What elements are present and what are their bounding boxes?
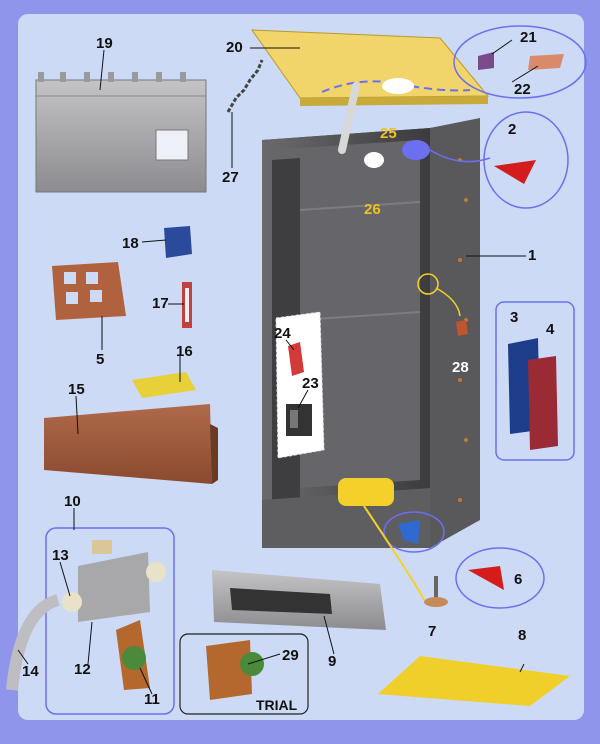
label-part-8: 8 [518, 627, 526, 644]
label-part-20: 20 [226, 39, 243, 56]
label-part-2: 2 [508, 121, 516, 138]
part-23-switch [286, 404, 312, 436]
label-part-6: 6 [514, 571, 522, 588]
part-6-callout [383, 511, 545, 609]
part-24-clip [288, 342, 304, 376]
label-part-17: 17 [152, 295, 169, 312]
label-part-22: 22 [514, 81, 531, 98]
label-part-23: 23 [302, 375, 319, 392]
part-10-group [45, 527, 175, 715]
part-5-frame [52, 262, 126, 320]
part-18-bracket [164, 226, 192, 258]
label-part-5: 5 [96, 351, 104, 368]
part-29-box [179, 633, 309, 715]
label-part-9: 9 [328, 653, 336, 670]
label-part-21: 21 [520, 29, 537, 46]
label-part-25: 25 [380, 125, 397, 142]
part-27-chain [226, 59, 264, 113]
part-19-back-plate [35, 72, 207, 193]
watermark-trial: TRIAL [256, 697, 298, 713]
part-3-4-callout [495, 301, 575, 461]
part-8-plate [378, 656, 570, 706]
label-part-3: 3 [510, 309, 518, 326]
part-2-callout [429, 111, 569, 209]
label-part-14: 14 [22, 663, 39, 680]
part-17-latch [182, 282, 192, 328]
label-part-12: 12 [74, 661, 91, 678]
label-part-18: 18 [122, 235, 139, 252]
label-part-4: 4 [546, 321, 555, 338]
label-part-13: 13 [52, 547, 69, 564]
part-1-cabinet [262, 82, 480, 548]
label-part-15: 15 [68, 381, 85, 398]
label-part-10: 10 [64, 493, 81, 510]
label-part-16: 16 [176, 343, 193, 360]
part-20-top-lid [251, 29, 490, 106]
label-part-26: 26 [364, 201, 381, 218]
label-part-19: 19 [96, 35, 113, 52]
label-part-29: 29 [282, 647, 299, 664]
label-part-7: 7 [428, 623, 436, 640]
part-14-hose [6, 594, 60, 691]
label-part-27: 27 [222, 169, 239, 186]
label-part-11: 11 [144, 691, 160, 708]
part-7-foot [424, 576, 448, 607]
part-9-base [212, 570, 386, 630]
yellow-guide-line [363, 505, 425, 601]
part-21-22-callout [453, 25, 587, 99]
label-part-24: 24 [274, 325, 291, 342]
label-part-28: 28 [452, 359, 469, 376]
label-part-1: 1 [528, 247, 536, 264]
part-15-cover [44, 404, 218, 484]
part-28-component [435, 287, 468, 336]
leader-lines [17, 39, 539, 695]
